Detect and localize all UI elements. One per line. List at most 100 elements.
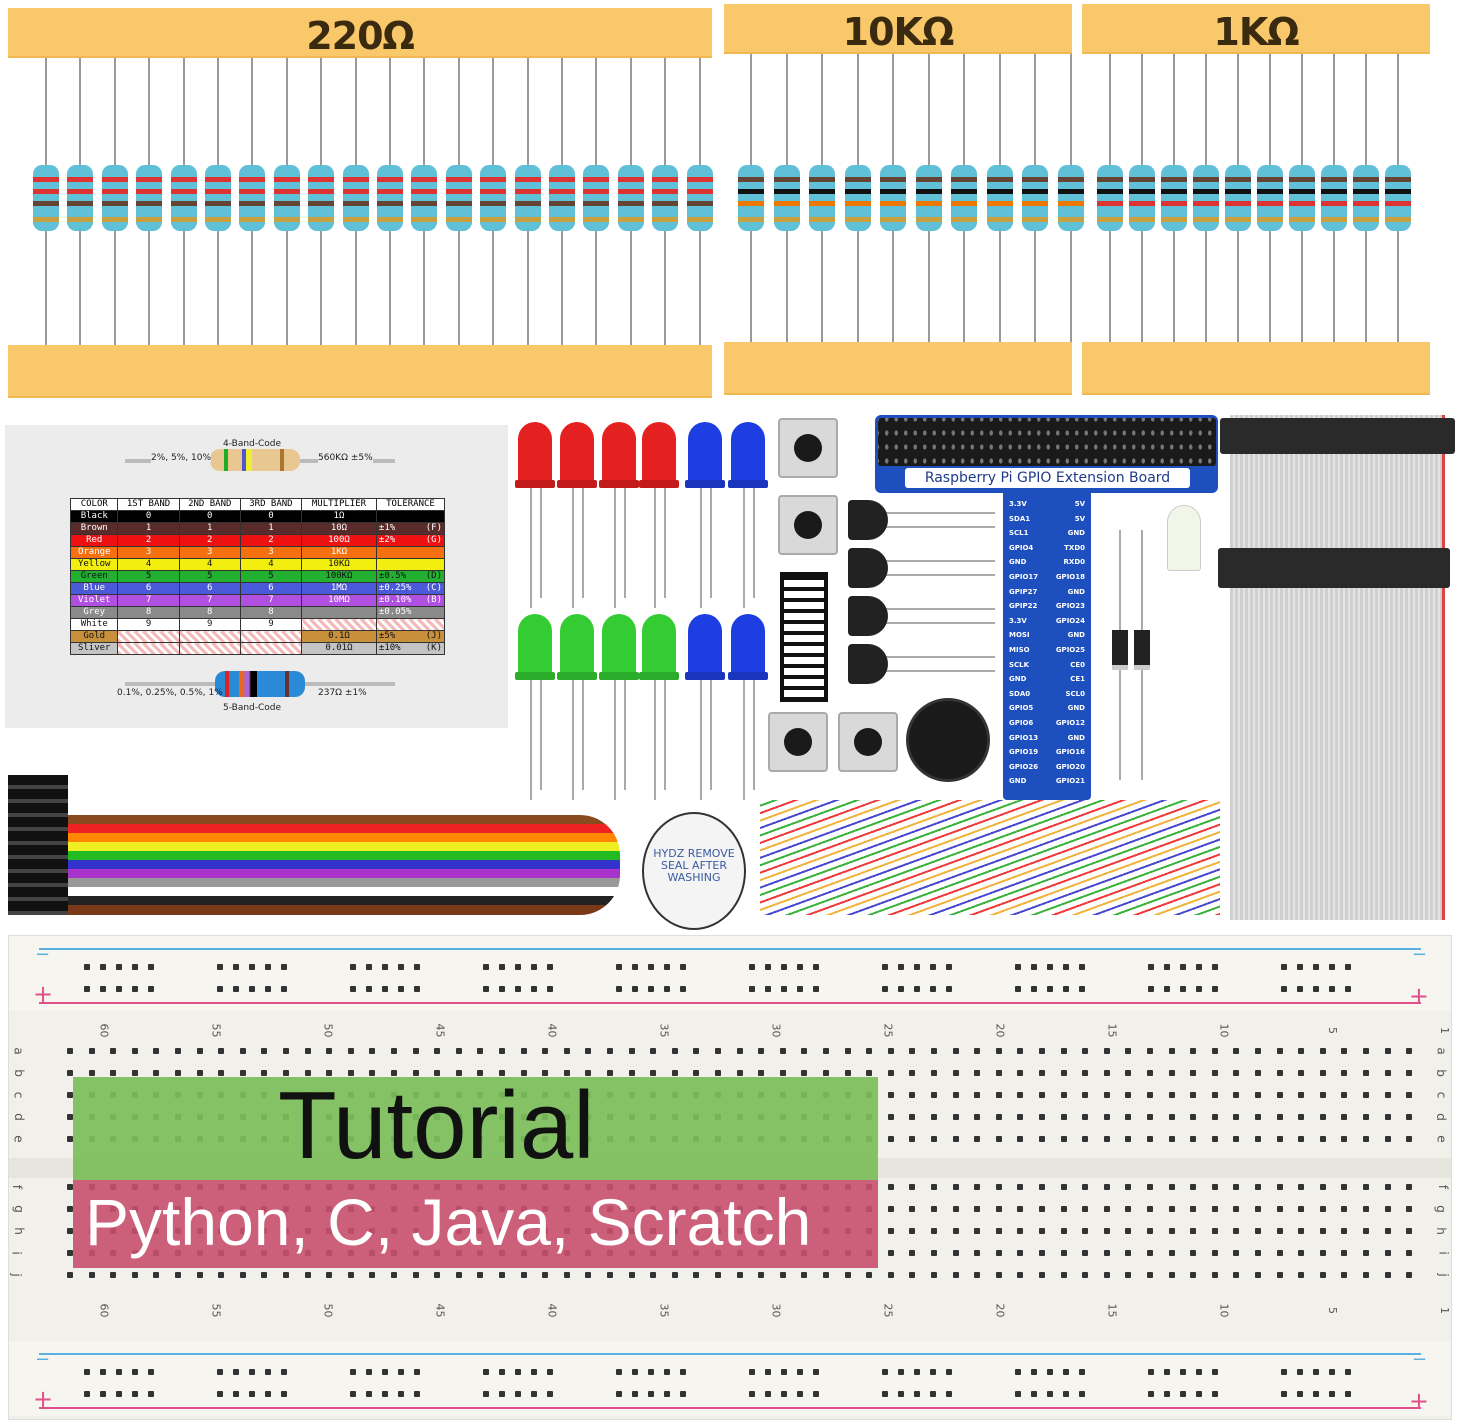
table-cell-b1: 9 (117, 618, 180, 631)
resistor-body (773, 165, 800, 231)
breadboard-hole (823, 1048, 829, 1054)
resistor (273, 58, 300, 345)
breadboard-hole (1211, 1114, 1218, 1120)
resistor-body (1193, 165, 1219, 231)
breadboard-hole (1148, 1369, 1154, 1375)
breadboard-hole (1341, 1206, 1348, 1212)
led-lead (624, 488, 626, 598)
breadboard-hole (1341, 1048, 1348, 1054)
gpio-pin-label-right: RXD0 (1063, 558, 1085, 567)
resistor-body (583, 165, 610, 231)
rail-line-red (39, 1407, 1421, 1409)
breadboard-hole (693, 1272, 700, 1278)
breadboard-hole (542, 1272, 549, 1278)
led (557, 614, 597, 680)
breadboard-hole (995, 1272, 1002, 1278)
breadboard-hole (1406, 1136, 1413, 1142)
breadboard-hole (1384, 1070, 1391, 1076)
led-lead (614, 680, 616, 800)
led-lead (710, 488, 712, 598)
resistor-band (844, 189, 871, 194)
breadboard-hole (1063, 964, 1069, 970)
table-cell-mult: 10MΩ (301, 594, 377, 607)
breadboard-hole (909, 1228, 916, 1234)
breadboard-hole (1164, 986, 1170, 992)
breadboard-hole (1015, 986, 1021, 992)
breadboard-hole (175, 1070, 181, 1076)
resistor-band (686, 177, 713, 182)
table-cell-b3: 6 (239, 582, 303, 595)
resistor-band (880, 177, 906, 182)
breadboard-hole (398, 1391, 404, 1397)
resistor-body (951, 165, 977, 231)
resistor-band (1057, 217, 1084, 222)
gpio-pin-label-right: GPIO23 (1055, 602, 1085, 611)
resistor (652, 58, 679, 345)
resistor-band (773, 217, 800, 222)
breadboard-hole (350, 1369, 356, 1375)
breadboard-hole (281, 964, 287, 970)
breadboard-hole (779, 1070, 786, 1076)
breadboard-hole (398, 964, 404, 970)
column-number: 45 (433, 1303, 447, 1318)
breadboard-hole (233, 1369, 239, 1375)
breadboard-hole (1039, 1184, 1045, 1190)
breadboard-hole (1017, 1228, 1024, 1234)
breadboard-hole (585, 1272, 592, 1278)
buzzer-label: HYDZ REMOVE SEAL AFTER WASHING (653, 847, 735, 884)
breadboard-hole (1233, 1048, 1240, 1054)
resistor-band (1353, 217, 1379, 222)
column-number: 40 (545, 1303, 559, 1318)
dupont-connectors (8, 775, 68, 915)
breadboard-hole (283, 1048, 289, 1054)
gpio-pin-label-left: GND (1009, 675, 1027, 684)
resistor-band (844, 201, 871, 206)
breadboard-hole (116, 964, 122, 970)
breadboard-hole (1103, 1092, 1110, 1098)
led-lead (572, 680, 574, 800)
breadboard-hole (283, 1070, 289, 1076)
breadboard-hole (1103, 1136, 1110, 1142)
breadboard-hole (1363, 1206, 1369, 1212)
breadboard-hole (265, 986, 271, 992)
breadboard-hole (952, 1048, 959, 1054)
led-rim (515, 480, 555, 488)
resistor-band (101, 189, 128, 194)
breadboard-hole (132, 1369, 138, 1375)
breadboard-hole (1255, 1250, 1261, 1256)
resistor (686, 58, 713, 345)
table-cell-color: Green (69, 570, 119, 583)
breadboard-hole (628, 1048, 635, 1054)
resistor-band (809, 217, 835, 222)
breadboard-hole (1082, 1048, 1089, 1054)
resistor (101, 58, 128, 345)
resistor-band (480, 217, 507, 222)
gpio-pin-label-right: GPIO24 (1055, 616, 1085, 625)
breadboard-hole (1255, 1070, 1261, 1076)
table-cell-b2: 6 (178, 582, 241, 595)
transistor-lead (885, 526, 995, 528)
breadboard-hole (914, 1391, 920, 1397)
led-lead (743, 488, 745, 608)
breadboard-hole (664, 986, 670, 992)
breadboard-hole (239, 1070, 246, 1076)
breadboard-hole (483, 964, 489, 970)
breadboard-hole (974, 1206, 981, 1212)
breadboard-hole (67, 1206, 73, 1212)
breadboard-hole (882, 986, 888, 992)
breadboard-hole (887, 1114, 894, 1120)
breadboard-hole (607, 1272, 613, 1278)
breadboard-hole (412, 1272, 419, 1278)
led-rim (515, 672, 555, 680)
breadboard-hole (1329, 964, 1335, 970)
resistor-band (480, 201, 507, 206)
breadboard-hole (84, 964, 90, 970)
gpio-pin-label-right: 5V (1074, 500, 1085, 508)
breadboard-hole (1125, 1048, 1132, 1054)
resistor-band (308, 177, 335, 182)
breadboard-hole (1079, 1369, 1085, 1375)
breadboard-hole (477, 1070, 484, 1076)
breadboard-hole (1017, 1048, 1024, 1054)
breadboard-hole (1060, 1070, 1067, 1076)
four-band-title: 4-Band-Code (223, 439, 282, 449)
